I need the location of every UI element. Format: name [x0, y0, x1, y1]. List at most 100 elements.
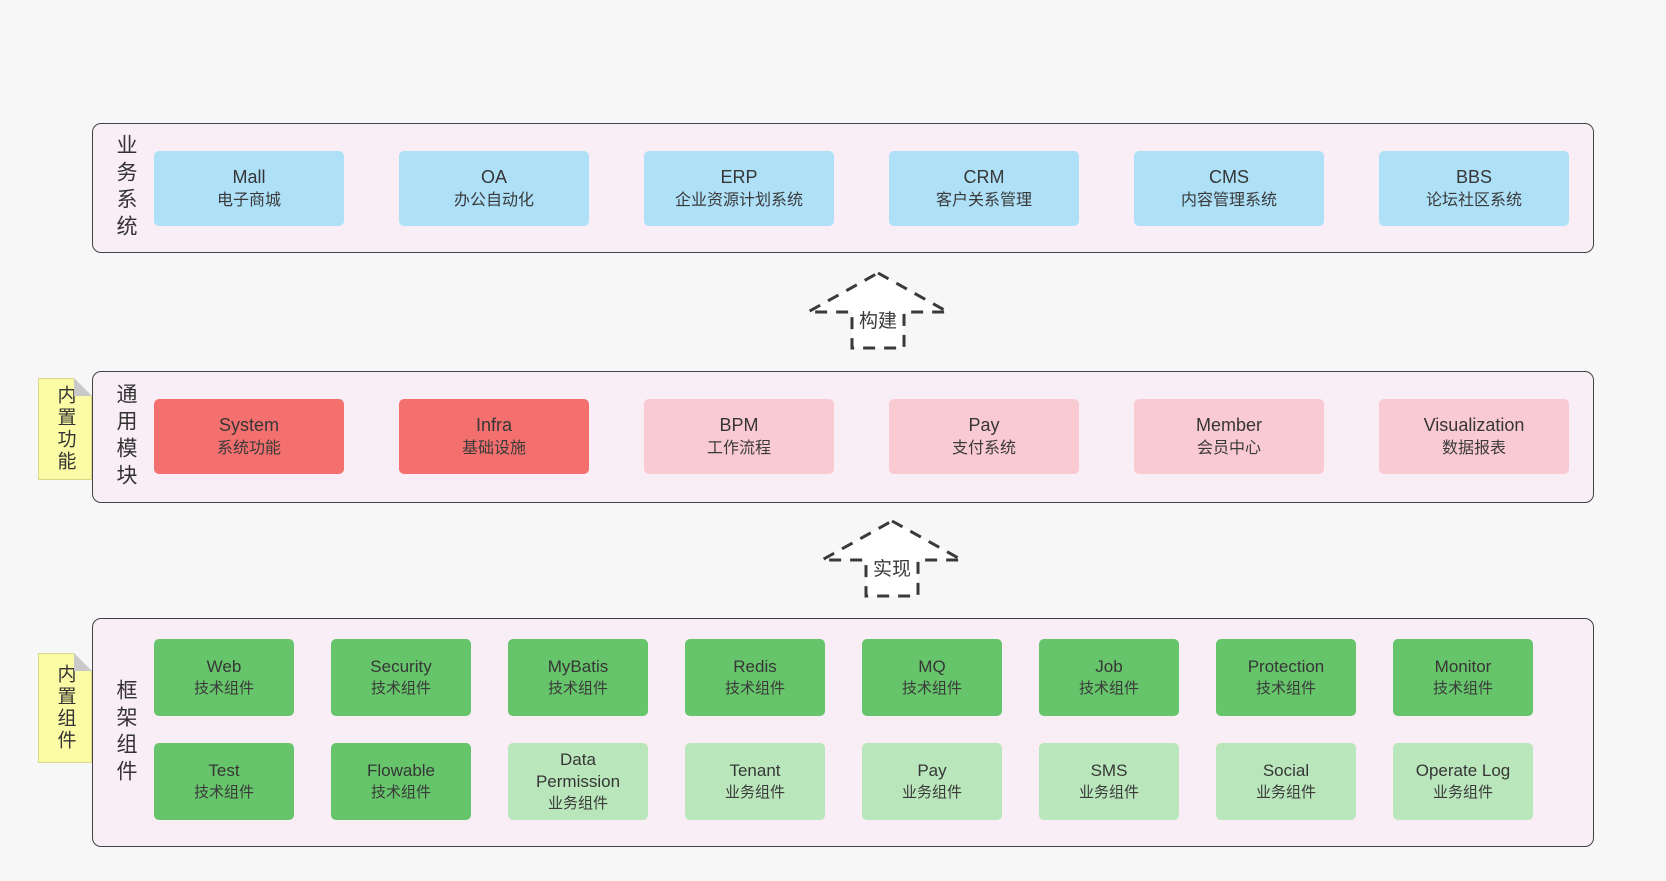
folded-corner — [74, 378, 92, 396]
box-protection: Protection 技术组件 — [1216, 639, 1356, 716]
common-modules-row: System 系统功能 Infra 基础设施 BPM 工作流程 Pay 支付系统… — [154, 399, 1569, 474]
box-title: CMS — [1209, 167, 1249, 187]
box-subtitle: 论坛社区系统 — [1425, 192, 1522, 209]
box-test: Test 技术组件 — [154, 743, 294, 820]
box-subtitle: 技术组件 — [1255, 680, 1316, 697]
box-title: BBS — [1455, 167, 1493, 187]
framework-components-row-2: Test 技术组件 Flowable 技术组件 Data Permission … — [154, 743, 1533, 820]
layer-business-systems: 业务系统 Mall 电子商城 OA 办公自动化 ERP 企业资源计划系统 CRM… — [92, 123, 1594, 253]
box-tenant: Tenant 业务组件 — [685, 743, 825, 820]
box-title: Pay — [968, 415, 1000, 435]
box-title: MQ — [918, 657, 946, 676]
layer-framework-components: 框架组件 Web 技术组件 Security 技术组件 MyBatis 技术组件… — [92, 618, 1594, 847]
box-erp: ERP 企业资源计划系统 — [644, 151, 834, 226]
box-subtitle: 技术组件 — [724, 680, 785, 697]
box-oa: OA 办公自动化 — [399, 151, 589, 226]
box-title: Job — [1095, 657, 1123, 676]
box-title: Member — [1195, 415, 1262, 435]
layer-label-business-systems: 业务系统 — [114, 134, 137, 242]
box-subtitle: 业务组件 — [1255, 784, 1316, 801]
box-data-permission: Data Permission 业务组件 — [508, 743, 648, 820]
box-subtitle: 技术组件 — [547, 680, 608, 697]
layer-label-framework-components: 框架组件 — [114, 678, 137, 787]
box-title: Flowable — [366, 761, 436, 780]
box-monitor: Monitor 技术组件 — [1393, 639, 1533, 716]
box-title: MyBatis — [547, 657, 609, 676]
box-subtitle: 基础设施 — [461, 440, 526, 457]
box-title: Web — [206, 657, 242, 676]
box-title: Operate Log — [1415, 761, 1511, 780]
sticky-note-builtin-components: 内置组件 — [38, 653, 92, 763]
sticky-note-builtin-features: 内置功能 — [38, 378, 92, 480]
box-title: ERP — [720, 167, 758, 187]
box-subtitle: 业务组件 — [1432, 784, 1493, 801]
box-subtitle: 技术组件 — [193, 784, 254, 801]
box-social: Social 业务组件 — [1216, 743, 1356, 820]
box-pay-module: Pay 支付系统 — [889, 399, 1079, 474]
box-cms: CMS 内容管理系统 — [1134, 151, 1324, 226]
box-subtitle: 办公自动化 — [453, 192, 534, 209]
box-subtitle: 业务组件 — [1078, 784, 1139, 801]
box-infra: Infra 基础设施 — [399, 399, 589, 474]
box-title: SMS — [1090, 761, 1128, 780]
box-title: Mall — [232, 167, 266, 187]
box-title: OA — [480, 167, 507, 187]
box-title: Test — [208, 761, 240, 780]
box-bpm: BPM 工作流程 — [644, 399, 834, 474]
box-title: Protection — [1247, 657, 1325, 676]
box-subtitle: 系统功能 — [216, 440, 281, 457]
box-flowable: Flowable 技术组件 — [331, 743, 471, 820]
box-title: Tenant — [729, 761, 781, 780]
box-title: Pay — [917, 761, 947, 780]
layer-label-common-modules: 通用模块 — [114, 383, 137, 491]
box-job: Job 技术组件 — [1039, 639, 1179, 716]
sticky-note-text: 内置组件 — [54, 664, 76, 752]
box-security: Security 技术组件 — [331, 639, 471, 716]
box-operate-log: Operate Log 业务组件 — [1393, 743, 1533, 820]
box-subtitle: 内容管理系统 — [1180, 192, 1277, 209]
box-subtitle: 业务组件 — [547, 795, 608, 812]
box-subtitle: 技术组件 — [193, 680, 254, 697]
box-mq: MQ 技术组件 — [862, 639, 1002, 716]
box-redis: Redis 技术组件 — [685, 639, 825, 716]
box-title: Security — [370, 657, 432, 676]
box-subtitle: 电子商城 — [216, 192, 281, 209]
box-sms: SMS 业务组件 — [1039, 743, 1179, 820]
box-subtitle: 技术组件 — [370, 680, 431, 697]
box-title: Redis — [733, 657, 777, 676]
box-mall: Mall 电子商城 — [154, 151, 344, 226]
up-arrow-build: 构建 — [798, 270, 958, 352]
box-subtitle: 业务组件 — [724, 784, 785, 801]
sticky-note-text: 内置功能 — [54, 385, 76, 473]
box-subtitle: 业务组件 — [901, 784, 962, 801]
box-subtitle: 会员中心 — [1196, 440, 1261, 457]
box-title: Visualization — [1423, 415, 1525, 435]
framework-components-row-1: Web 技术组件 Security 技术组件 MyBatis 技术组件 Redi… — [154, 639, 1533, 716]
box-pay-component: Pay 业务组件 — [862, 743, 1002, 820]
business-systems-row: Mall 电子商城 OA 办公自动化 ERP 企业资源计划系统 CRM 客户关系… — [154, 151, 1569, 226]
arrow-label-build: 构建 — [854, 310, 902, 334]
up-arrow-implement: 实现 — [812, 518, 972, 600]
box-system: System 系统功能 — [154, 399, 344, 474]
box-subtitle: 数据报表 — [1441, 440, 1506, 457]
box-web: Web 技术组件 — [154, 639, 294, 716]
box-subtitle: 技术组件 — [1432, 680, 1493, 697]
layer-common-modules: 通用模块 System 系统功能 Infra 基础设施 BPM 工作流程 Pay… — [92, 371, 1594, 503]
box-title: Data Permission — [535, 750, 621, 791]
arrow-label-implement: 实现 — [868, 558, 916, 582]
box-subtitle: 支付系统 — [951, 440, 1016, 457]
box-title: BPM — [719, 415, 759, 435]
box-mybatis: MyBatis 技术组件 — [508, 639, 648, 716]
box-crm: CRM 客户关系管理 — [889, 151, 1079, 226]
box-subtitle: 技术组件 — [901, 680, 962, 697]
box-visualization: Visualization 数据报表 — [1379, 399, 1569, 474]
box-title: Monitor — [1434, 657, 1492, 676]
box-bbs: BBS 论坛社区系统 — [1379, 151, 1569, 226]
box-title: System — [218, 415, 279, 435]
folded-corner — [74, 653, 92, 671]
box-subtitle: 企业资源计划系统 — [674, 192, 803, 209]
box-subtitle: 工作流程 — [706, 440, 771, 457]
box-title: Infra — [475, 415, 513, 435]
box-subtitle: 技术组件 — [1078, 680, 1139, 697]
